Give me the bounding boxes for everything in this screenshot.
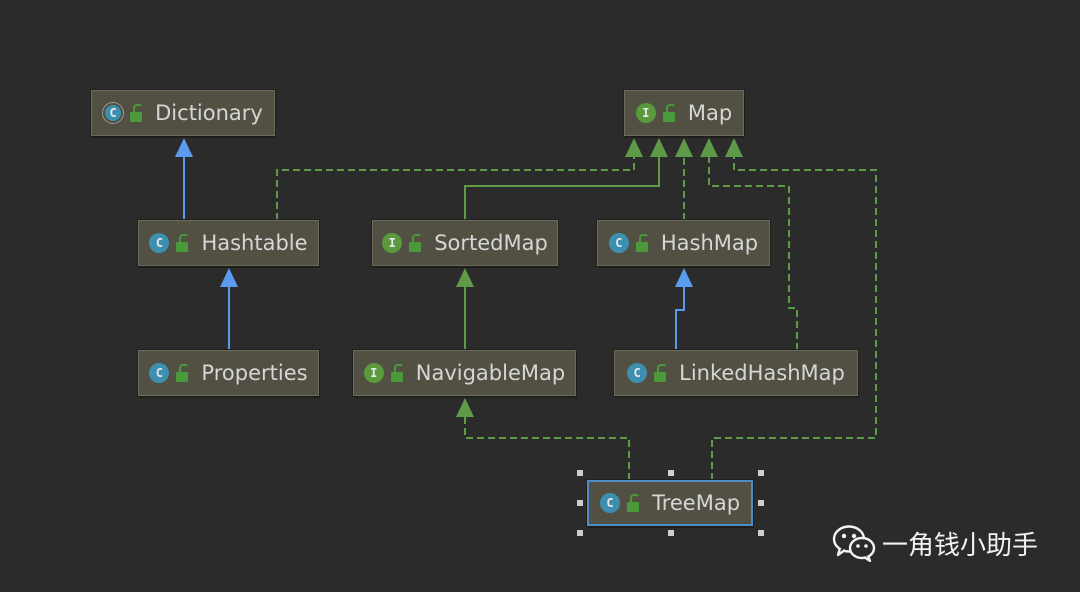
node-sortedmap[interactable]: I SortedMap <box>372 220 558 266</box>
edge-treemap-map <box>711 138 877 480</box>
edge-hashmap-map <box>675 138 693 220</box>
unlock-icon <box>390 364 404 382</box>
edge-navigablemap-sortedmap <box>456 268 474 350</box>
edge-treemap-navigablemap <box>456 398 630 480</box>
unlock-icon <box>175 364 190 382</box>
node-label: NavigableMap <box>415 361 566 385</box>
edge-linkedhashmap-hashmap <box>675 268 693 350</box>
unlock-icon <box>653 364 668 382</box>
unlock-icon <box>129 104 144 122</box>
resize-handle-middle-left[interactable] <box>577 500 583 506</box>
node-label: Dictionary <box>155 101 263 125</box>
unlock-icon <box>626 494 640 512</box>
class-icon: C <box>149 363 170 383</box>
node-label: SortedMap <box>434 231 548 255</box>
node-navigablemap[interactable]: I NavigableMap <box>353 350 576 396</box>
unlock-icon <box>662 104 676 122</box>
resize-handle-top-left[interactable] <box>577 470 583 476</box>
node-label: TreeMap <box>651 491 741 515</box>
unlock-icon <box>408 234 423 252</box>
node-label: HashMap <box>660 231 759 255</box>
node-map[interactable]: I Map <box>624 90 744 136</box>
edge-properties-hashtable <box>220 268 238 350</box>
node-hashmap[interactable]: C HashMap <box>597 220 770 266</box>
unlock-icon <box>635 234 649 252</box>
edge-sortedmap-map <box>464 138 668 220</box>
node-label: LinkedHashMap <box>679 361 845 385</box>
node-treemap[interactable]: C TreeMap <box>587 480 753 526</box>
edge-linkedhashmap-map <box>700 138 798 350</box>
resize-handle-bottom-left[interactable] <box>577 530 583 536</box>
node-dictionary[interactable]: C Dictionary <box>91 90 275 136</box>
node-label: Map <box>687 101 733 125</box>
class-icon: C <box>149 233 170 253</box>
node-label: Properties <box>201 361 308 385</box>
resize-handle-bottom-center[interactable] <box>668 530 674 536</box>
resize-handle-bottom-right[interactable] <box>758 530 764 536</box>
node-hashtable[interactable]: C Hashtable <box>138 220 319 266</box>
abstract-class-icon: C <box>103 103 124 123</box>
resize-handle-middle-right[interactable] <box>758 500 764 506</box>
edge-hashtable-dictionary <box>175 138 193 220</box>
resize-handle-top-right[interactable] <box>758 470 764 476</box>
wechat-icon <box>832 525 876 562</box>
interface-icon: I <box>635 103 656 123</box>
class-icon: C <box>599 493 620 513</box>
node-properties[interactable]: C Properties <box>138 350 319 396</box>
node-linkedhashmap[interactable]: C LinkedHashMap <box>614 350 858 396</box>
class-icon: C <box>627 363 648 383</box>
edge-hashtable-map <box>276 138 643 220</box>
watermark: 一角钱小助手 <box>832 524 1038 562</box>
interface-icon: I <box>363 363 384 383</box>
watermark-text: 一角钱小助手 <box>882 530 1039 561</box>
class-icon: C <box>608 233 629 253</box>
node-label: Hashtable <box>201 231 308 255</box>
resize-handle-top-center[interactable] <box>668 470 674 476</box>
interface-icon: I <box>382 233 403 253</box>
unlock-icon <box>175 234 190 252</box>
